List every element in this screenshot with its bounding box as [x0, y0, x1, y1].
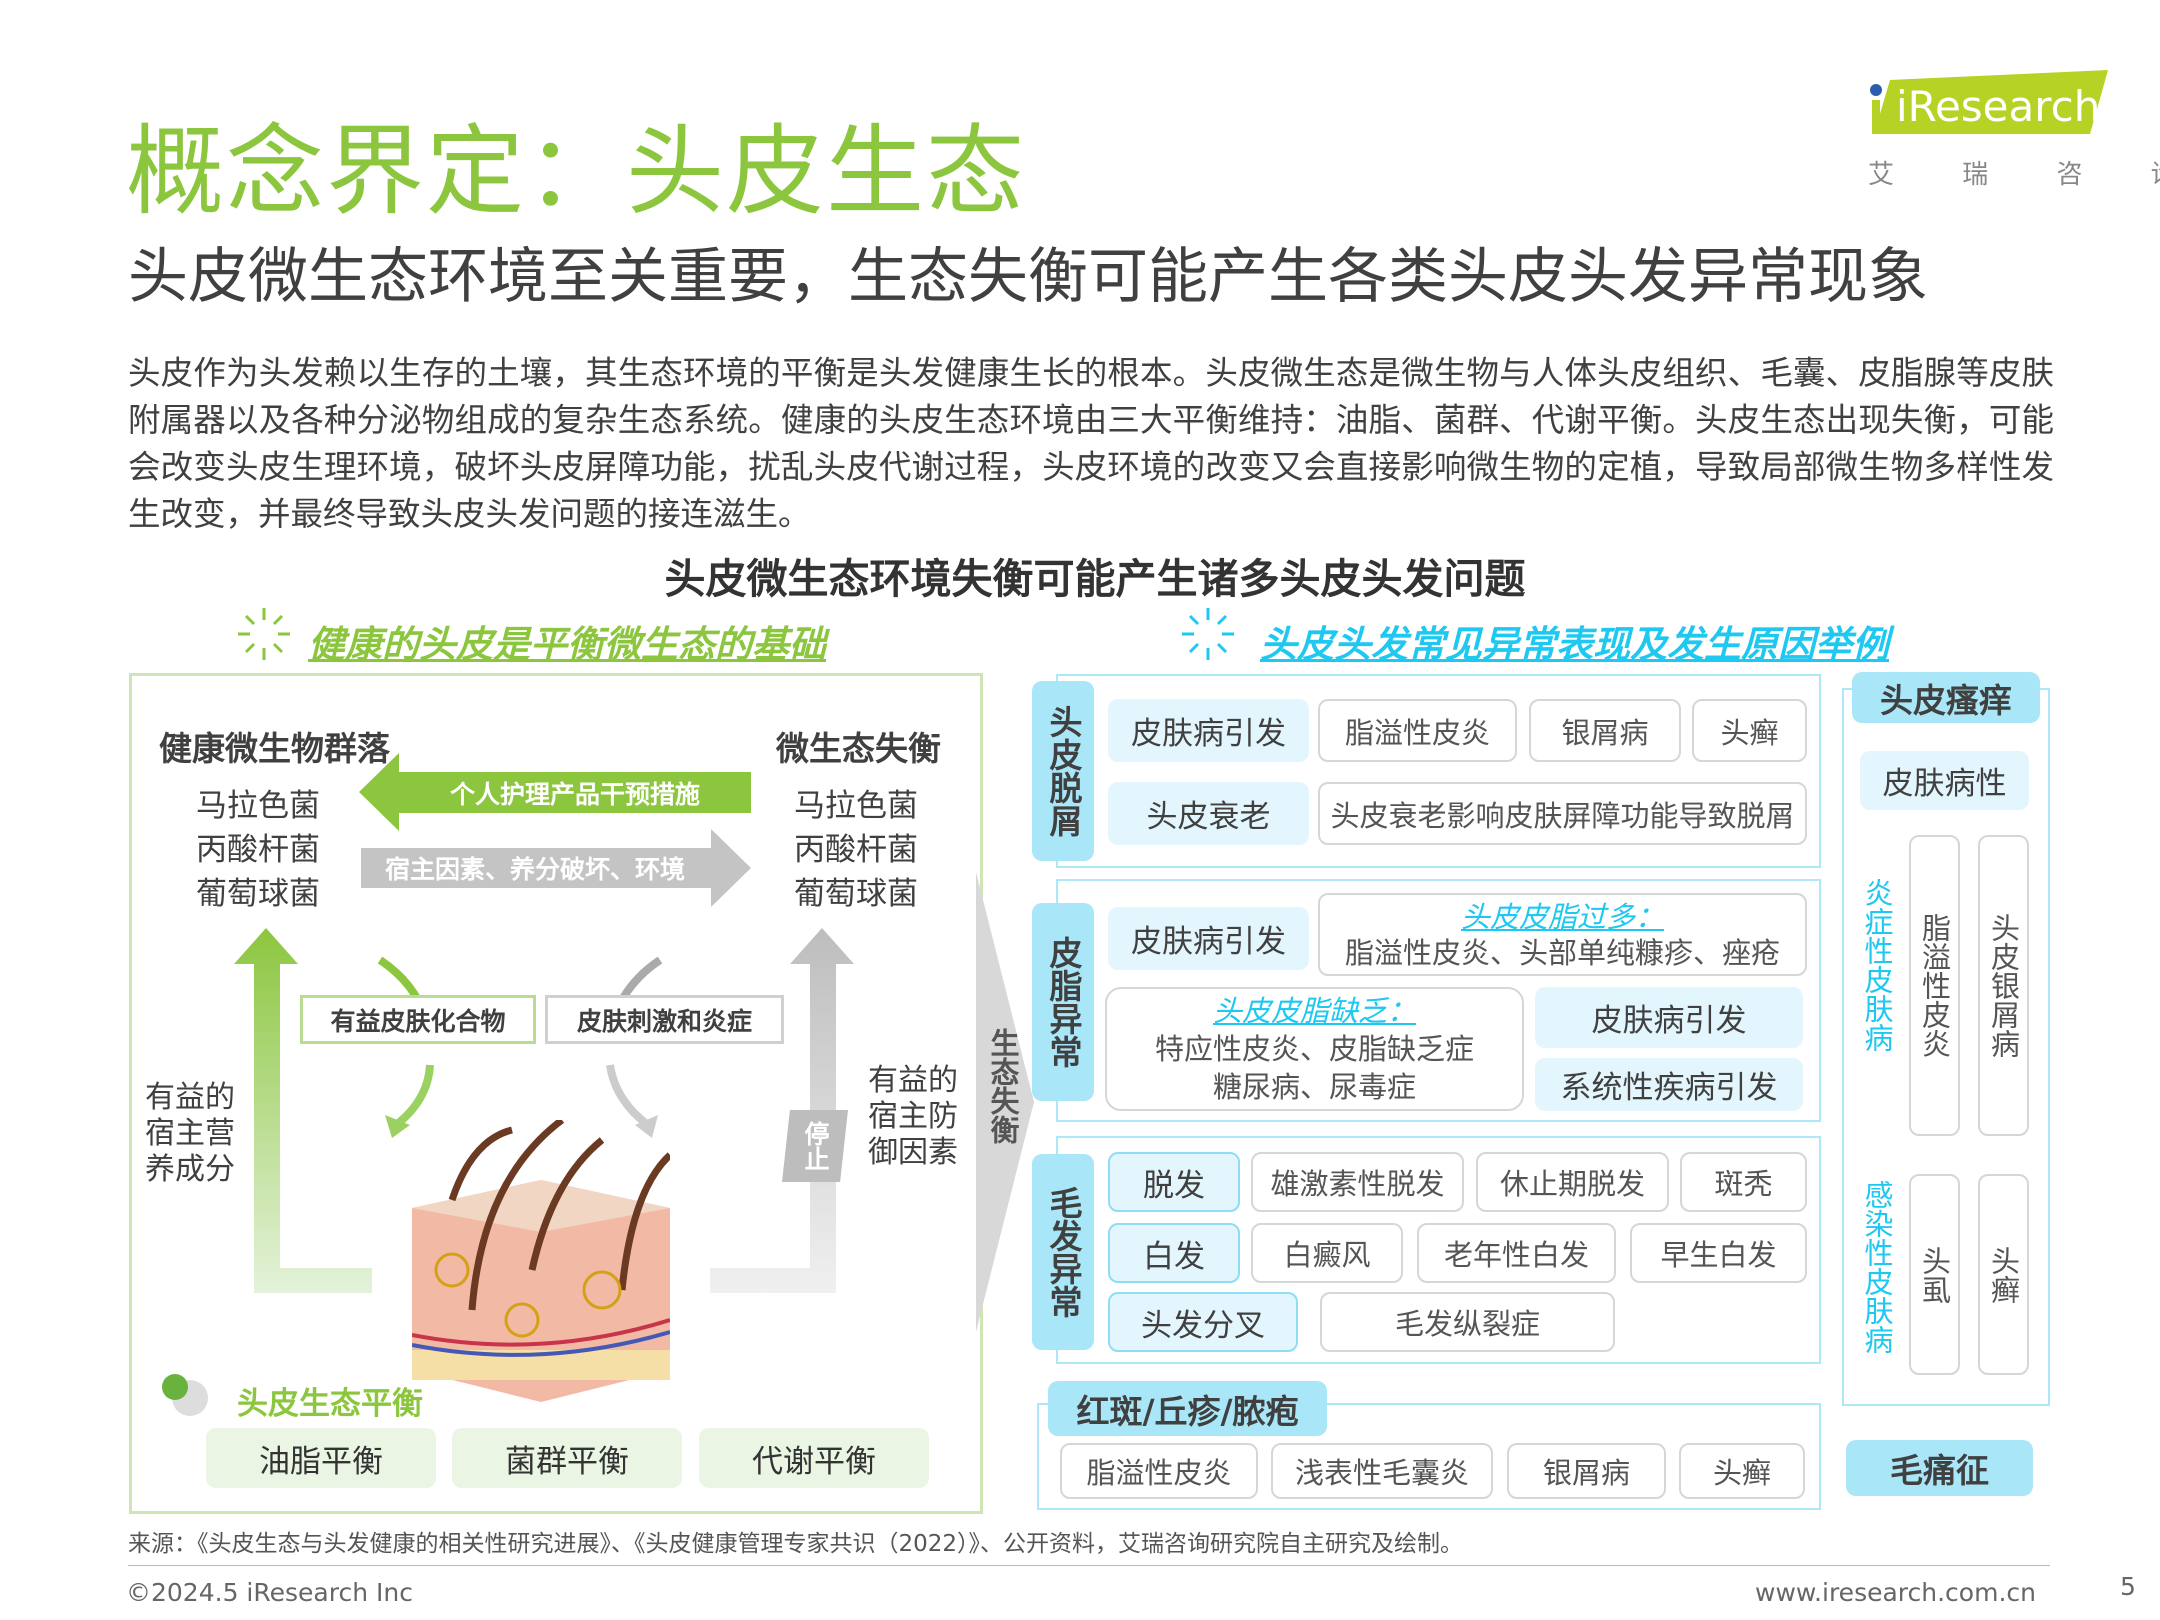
- sebum-lack-text: 特应性皮炎、皮脂缺乏症: [1154, 1032, 1474, 1066]
- logo-text: iResearch: [1896, 82, 2101, 131]
- microbe: 马拉色菌: [196, 788, 320, 824]
- disease-cell: 脂溢性皮炎: [1909, 835, 1960, 1136]
- disease-cell: 毛发纵裂症: [1320, 1292, 1615, 1352]
- dandruff-label: 头皮脱屑: [1032, 681, 1094, 861]
- imbalance-chevron-icon: [976, 872, 1034, 1332]
- disease-cell: 银屑病: [1529, 699, 1681, 762]
- rash-section: [1037, 1403, 1821, 1510]
- itch-label: 头皮瘙痒: [1852, 672, 2040, 723]
- hair-label: 毛发异常: [1032, 1154, 1094, 1350]
- beneficial-compounds-box: 有益皮肤化合物: [300, 995, 536, 1044]
- logo-badge-icon: [1870, 70, 2108, 134]
- right-subheading: 头皮头发常见异常表现及发生原因举例: [1260, 623, 1889, 666]
- intro-paragraph: 头皮作为头发赖以生存的土壤，其生态环境的平衡是头发健康生长的根本。头皮微生态是微…: [128, 354, 2054, 533]
- logo-cn: 艾 瑞 咨 询: [1868, 160, 2160, 190]
- disease-cell: 头虱: [1909, 1174, 1960, 1375]
- disease-cell: 浅表性毛囊炎: [1271, 1443, 1493, 1499]
- disease-cell: 银屑病: [1507, 1443, 1666, 1499]
- left-subheading: 健康的头皮是平衡微生态的基础: [308, 623, 826, 666]
- microbe: 丙酸杆菌: [196, 832, 320, 868]
- disease-cell: 脂溢性皮炎: [1318, 699, 1517, 762]
- website-link[interactable]: www.iresearch.com.cn: [1755, 1578, 2036, 1607]
- itch-sub-cell: 皮肤病性: [1860, 751, 2029, 810]
- trichodynia-label: 毛痛征: [1846, 1440, 2033, 1496]
- cause-cell: 皮肤病引发: [1108, 907, 1309, 970]
- footer-divider: [128, 1565, 2050, 1566]
- disease-cell: 老年性白发: [1417, 1223, 1616, 1283]
- arrows-icon: [359, 753, 751, 907]
- disease-cell: 雄激素性脱发: [1251, 1152, 1464, 1212]
- disease-cell: 头癣: [1679, 1443, 1805, 1499]
- figure-title: 头皮微生态环境失衡可能产生诸多头皮头发问题: [664, 555, 1526, 603]
- imbalance-title: 微生态失衡: [776, 729, 941, 768]
- cause-cell: 系统性疾病引发: [1535, 1058, 1803, 1111]
- disease-cell: 白癜风: [1251, 1223, 1403, 1283]
- microbe: 马拉色菌: [794, 788, 918, 824]
- disease-cell: 脂溢性皮炎: [1060, 1443, 1258, 1499]
- disease-cell: 头癣: [1978, 1174, 2029, 1375]
- green-arrow-label: 个人护理产品干预措施: [449, 779, 700, 809]
- sebum-label: 皮脂异常: [1032, 903, 1094, 1101]
- balance-title: 头皮生态平衡: [237, 1386, 423, 1422]
- sebum-excess-cell: 头皮皮脂过多： 脂溢性皮炎、头部单纯糠疹、痤疮: [1318, 893, 1807, 976]
- symptom-cell: 脱发: [1108, 1152, 1240, 1212]
- imbalance-vertical-label: 生态失衡: [986, 1028, 1020, 1144]
- page-number: 5: [2120, 1572, 2136, 1601]
- sebum-excess-text: 脂溢性皮炎、头部单纯糠疹、痤疮: [1344, 935, 1780, 970]
- healthy-microbes: 马拉色菌丙酸杆菌葡萄球菌: [196, 784, 320, 916]
- host-nutrients-note: 有益的宿主营养成分: [145, 1080, 235, 1187]
- microbe: 葡萄球菌: [196, 876, 320, 912]
- logo: iResearch 艾 瑞 咨 询: [1868, 68, 2160, 190]
- page-subtitle: 头皮微生态环境至关重要，生态失衡可能产生各类头皮头发异常现象: [128, 242, 1928, 312]
- disease-cell: 休止期脱发: [1476, 1152, 1669, 1212]
- cause-cell: 皮肤病引发: [1535, 987, 1803, 1048]
- imbalance-microbes: 马拉色菌丙酸杆菌葡萄球菌: [794, 784, 918, 916]
- sebum-lack-text: 糖尿病、尿毒症: [1212, 1070, 1416, 1104]
- copyright: ©2024.5 iResearch Inc: [126, 1578, 413, 1607]
- host-defense-note: 有益的宿主防御因素: [868, 1063, 958, 1170]
- rash-label: 红斑/丘疹/脓疱: [1048, 1381, 1327, 1436]
- infectious-label: 感染性皮肤病: [1860, 1180, 1894, 1354]
- inflammatory-label: 炎症性皮肤病: [1860, 878, 1894, 1052]
- irritation-box: 皮肤刺激和炎症: [545, 995, 784, 1044]
- gray-arrow-label: 宿主因素、养分破坏、环境: [384, 855, 685, 884]
- symptom-cell: 白发: [1108, 1223, 1240, 1283]
- disease-cell: 头癣: [1692, 699, 1807, 762]
- skin-cross-section-icon: [412, 1120, 670, 1402]
- sebum-lack-title: 头皮皮脂缺乏：: [1212, 994, 1416, 1028]
- cause-cell: 头皮衰老: [1108, 782, 1309, 845]
- source-note: 来源：《头皮生态与头发健康的相关性研究进展》、《头皮健康管理专家共识（2022）…: [128, 1531, 1464, 1557]
- disease-cell: 头皮银屑病: [1978, 835, 2029, 1136]
- symptom-cell: 头发分叉: [1108, 1292, 1298, 1352]
- disease-cell: 斑秃: [1680, 1152, 1807, 1212]
- stop-label: 停止: [782, 1110, 848, 1182]
- flora-balance: 菌群平衡: [452, 1428, 682, 1488]
- sebum-excess-title: 头皮皮脂过多：: [1460, 899, 1664, 934]
- cause-cell: 皮肤病引发: [1108, 699, 1309, 762]
- page-title: 概念界定：头皮生态: [126, 115, 1027, 229]
- metabolism-balance: 代谢平衡: [699, 1428, 929, 1488]
- oil-balance: 油脂平衡: [206, 1428, 436, 1488]
- healthy-title: 健康微生物群落: [159, 729, 390, 768]
- microbe: 葡萄球菌: [794, 876, 918, 912]
- disease-cell: 头皮衰老影响皮肤屏障功能导致脱屑: [1318, 782, 1807, 845]
- sparkle-icon: [238, 608, 290, 660]
- legend-dot-icon: [162, 1374, 188, 1400]
- microbe: 丙酸杆菌: [794, 832, 918, 868]
- disease-cell: 早生白发: [1630, 1223, 1807, 1283]
- sparkle-icon: [1182, 608, 1234, 660]
- sebum-lack-cell: 头皮皮脂缺乏： 特应性皮炎、皮脂缺乏症 糖尿病、尿毒症: [1105, 987, 1524, 1111]
